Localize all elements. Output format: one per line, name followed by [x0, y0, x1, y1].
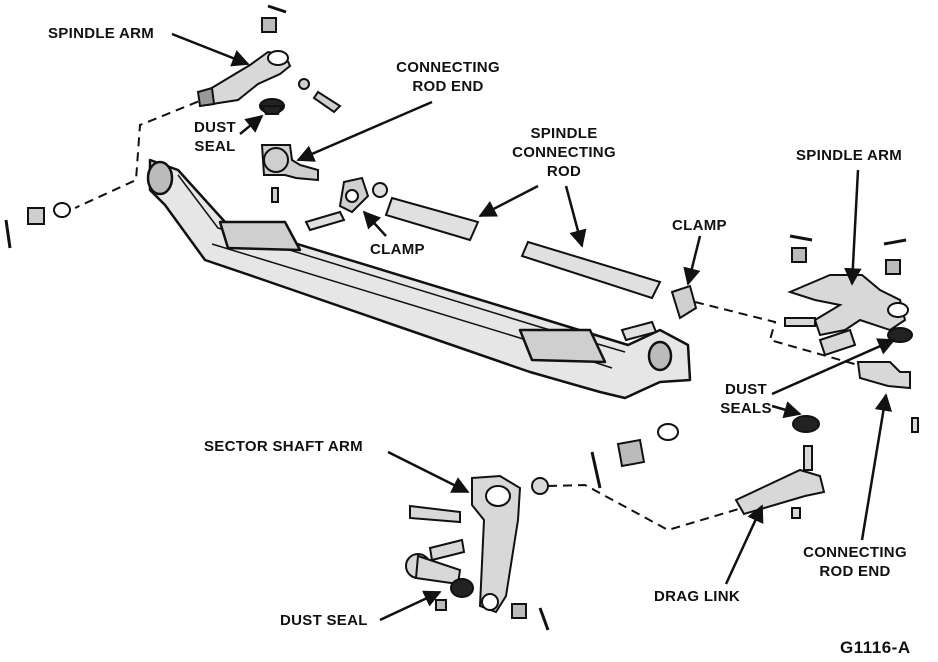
label-connecting-rod-end-top: CONNECTING ROD END	[384, 58, 512, 96]
label-line: CONNECTING	[512, 144, 616, 161]
label-line: SEAL	[194, 138, 236, 155]
label-dust-seal-top: DUST SEAL	[188, 118, 242, 156]
label-line: CONNECTING	[803, 544, 907, 561]
label-clamp-left: CLAMP	[370, 241, 425, 258]
front-axle-beam	[146, 158, 692, 400]
label-line: ROD END	[819, 563, 891, 580]
label-drag-link: DRAG LINK	[654, 588, 741, 605]
assembly-dashed-lines	[74, 95, 859, 532]
leader-arrows	[171, 32, 896, 622]
label-clamp-right: CLAMP	[672, 217, 727, 234]
label-spindle-arm-right: SPINDLE ARM	[796, 147, 903, 164]
label-sector-shaft-arm: SECTOR SHAFT ARM	[204, 438, 363, 455]
label-line: ROD END	[412, 78, 484, 95]
label-line: SPINDLE	[530, 125, 598, 142]
label-spindle-arm-left: SPINDLE ARM	[48, 25, 155, 42]
figure-id: G1116-A	[840, 638, 911, 657]
spindle-arm-left-part	[196, 4, 292, 108]
spindle-arm-right-part	[784, 234, 919, 433]
label-line: CONNECTING	[396, 59, 500, 76]
label-connecting-rod-end-bottom: CONNECTING ROD END	[790, 543, 920, 581]
label-line: DUST	[724, 381, 768, 398]
label-line: SEALS	[720, 400, 772, 417]
top-hardware	[259, 78, 342, 203]
spindle-connecting-rod-parts	[304, 176, 698, 342]
label-dust-seal-bottom: DUST SEAL	[280, 612, 368, 629]
sector-shaft-arm-part	[405, 415, 826, 631]
left-cotter-hardware	[4, 202, 71, 249]
label-line: DUST	[193, 119, 237, 136]
label-spindle-connecting-rod: SPINDLE CONNECTING ROD	[496, 124, 632, 181]
label-line: ROD	[546, 163, 582, 180]
label-dust-seals-right: DUST SEALS	[714, 380, 778, 418]
